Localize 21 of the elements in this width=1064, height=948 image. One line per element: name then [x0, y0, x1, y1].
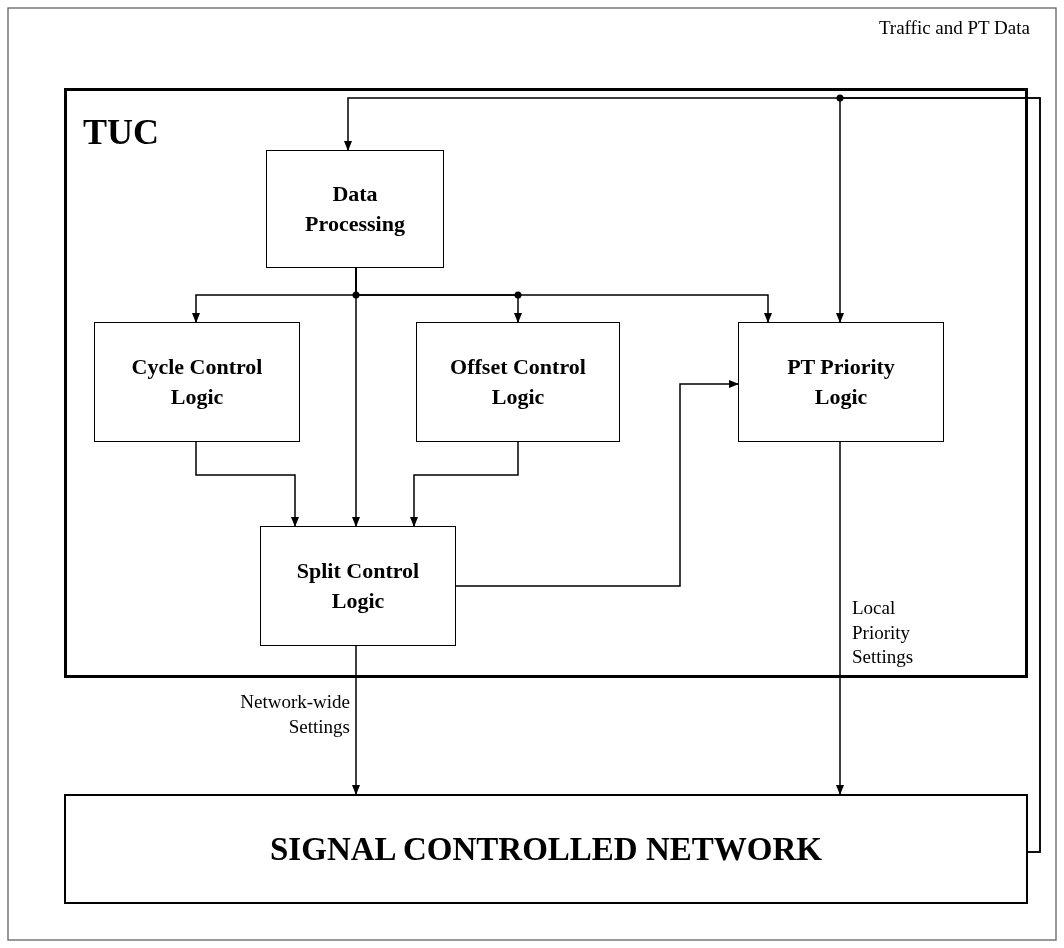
controller-frame: [64, 88, 1028, 678]
node-label: Offset Control Logic: [449, 353, 587, 411]
node-label: Cycle Control Logic: [130, 353, 264, 411]
process-box: [94, 322, 300, 442]
node-label: Split Control Logic: [295, 557, 421, 615]
node-label: SIGNAL CONTROLLED NETWORK: [270, 829, 822, 869]
process-box: [260, 526, 456, 646]
process-box: [738, 322, 944, 442]
process-box: [416, 322, 620, 442]
arrow: [195, 441, 299, 527]
arrow: [836, 97, 1041, 853]
arrow: [836, 441, 844, 795]
network-box: [64, 794, 1028, 904]
arrow: [355, 267, 772, 323]
group-heading: TUC: [83, 113, 159, 153]
arrow: [352, 645, 360, 795]
arrow: [410, 441, 519, 527]
process-box: [266, 150, 444, 268]
node-label: Data Processing: [304, 180, 406, 238]
arrow: [455, 380, 739, 587]
node-label: PT Priority Logic: [786, 353, 896, 411]
